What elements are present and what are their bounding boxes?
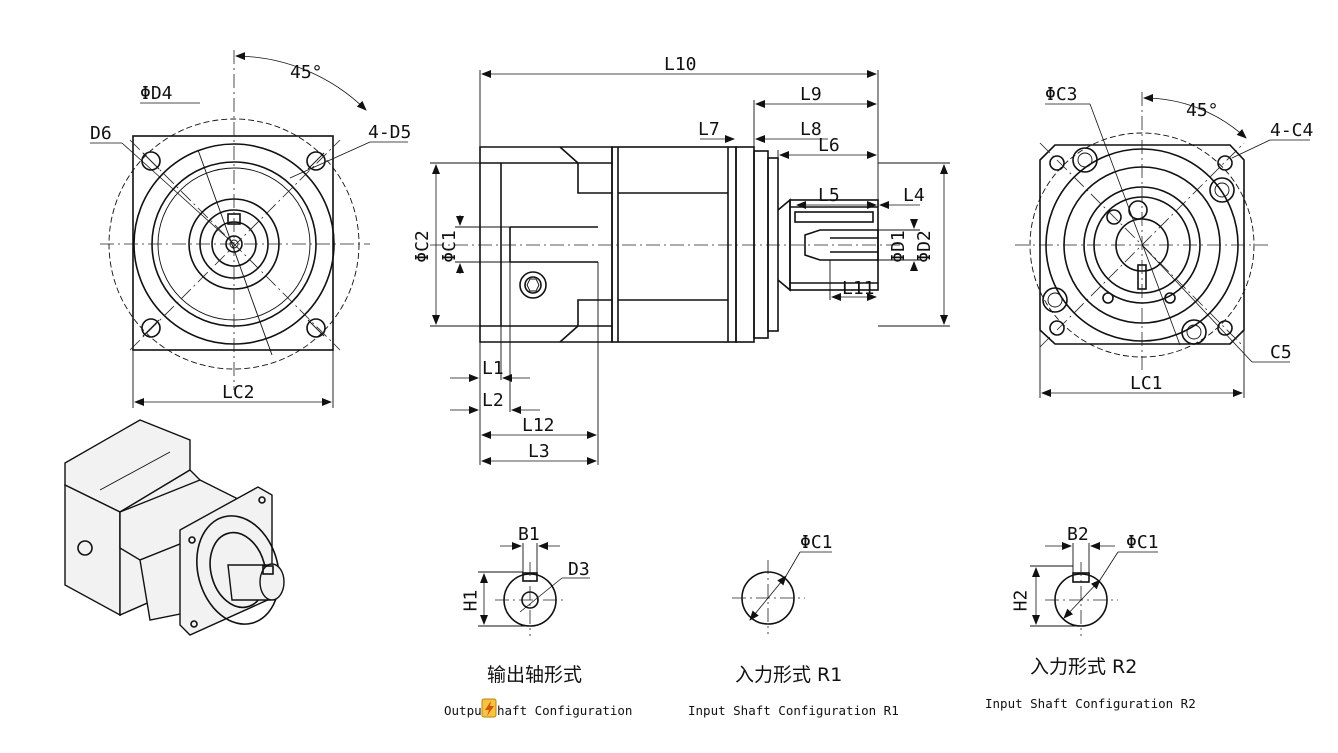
phi-d1-label: ΦD1 bbox=[888, 230, 909, 263]
c5-label: C5 bbox=[1270, 342, 1292, 363]
phi-c1-r1-label: ΦC1 bbox=[800, 532, 833, 553]
isometric-view bbox=[64, 419, 285, 636]
angle-rear-label: 45° bbox=[1186, 100, 1219, 121]
input-r2-detail bbox=[1030, 542, 1158, 636]
r2-caption-en: Input Shaft Configuration R2 bbox=[985, 696, 1196, 711]
l11-label: L11 bbox=[842, 278, 875, 299]
output-caption-cn: 输出轴形式 bbox=[487, 664, 582, 686]
input-r1-detail bbox=[732, 551, 832, 634]
phi-d4-label: ΦD4 bbox=[140, 83, 173, 104]
four-c4-label: 4-C4 bbox=[1270, 120, 1313, 141]
l5-label: L5 bbox=[818, 185, 840, 206]
r1-caption-en: Input Shaft Configuration R1 bbox=[688, 703, 899, 718]
front-output-view bbox=[90, 50, 408, 408]
l2-label: L2 bbox=[482, 390, 504, 411]
output-caption-en-b: haft Configuration bbox=[497, 703, 632, 718]
l1-label: L1 bbox=[482, 358, 504, 379]
l3-label: L3 bbox=[528, 441, 550, 462]
h1-label: H1 bbox=[460, 590, 481, 612]
l9-label: L9 bbox=[800, 84, 822, 105]
b2-label: B2 bbox=[1067, 524, 1089, 545]
lc1-label: LC1 bbox=[1130, 373, 1163, 394]
phi-d2-label: ΦD2 bbox=[914, 230, 935, 263]
output-caption-en-a: Outpu bbox=[444, 703, 482, 718]
phi-c1-r2-label: ΦC1 bbox=[1126, 532, 1159, 553]
l4-label: L4 bbox=[903, 185, 925, 206]
h2-label: H2 bbox=[1010, 590, 1031, 612]
lc2-label: LC2 bbox=[222, 382, 255, 403]
output-shaft-detail bbox=[478, 542, 590, 636]
l7-label: L7 bbox=[698, 119, 720, 140]
l12-label: L12 bbox=[522, 415, 555, 436]
phi-c2-label: ΦC2 bbox=[412, 230, 433, 263]
d3-label: D3 bbox=[568, 559, 590, 580]
rear-input-view bbox=[1015, 92, 1310, 398]
lightning-bolt-icon bbox=[481, 698, 497, 718]
l8-label: L8 bbox=[800, 119, 822, 140]
b1-label: B1 bbox=[518, 524, 540, 545]
d6-label: D6 bbox=[90, 123, 112, 144]
phi-c1-label: ΦC1 bbox=[439, 230, 460, 263]
l6-label: L6 bbox=[818, 135, 840, 156]
r2-caption-cn: 入力形式 R2 bbox=[1030, 656, 1137, 678]
r1-caption-cn: 入力形式 R1 bbox=[735, 664, 842, 686]
four-d5-label: 4-D5 bbox=[368, 122, 411, 143]
angle-front-label: 45° bbox=[290, 62, 323, 83]
side-section-view bbox=[430, 70, 950, 465]
phi-c3-label: ΦC3 bbox=[1045, 84, 1078, 105]
l10-label: L10 bbox=[664, 54, 697, 75]
